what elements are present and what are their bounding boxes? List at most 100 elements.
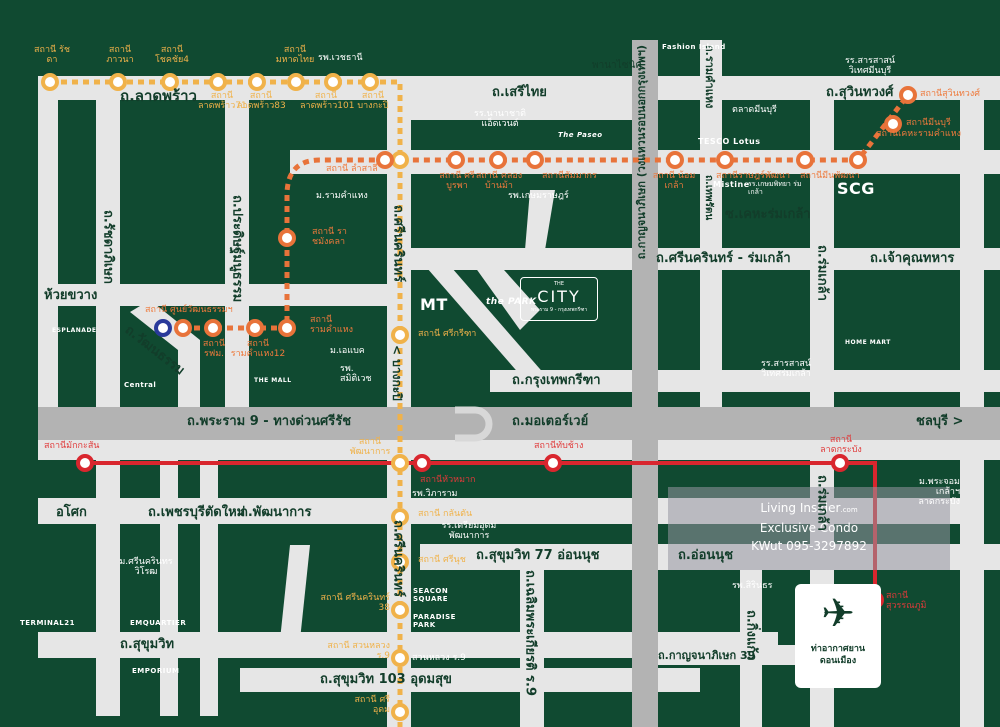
road-diagonal-1 — [420, 260, 560, 392]
the-park-logo: the PARK — [486, 297, 537, 307]
paradise-park-logo: PARADISE PARK — [413, 613, 456, 629]
road-label: ถ.กิ่งแก้ว — [743, 610, 759, 661]
station-label: สถานี ศรีนุช — [418, 555, 466, 565]
station-label: สถานี สวนหลวง ร.9 — [327, 641, 390, 661]
road-label: ถ.กาญจนาภิเษก (วงแหวนรอบนอกกรุงเทพฯ) — [635, 45, 648, 260]
project-name: CITY — [537, 287, 581, 306]
orange-line — [183, 93, 910, 331]
station-label: สถานี ลาดพร้าว71 — [198, 91, 247, 111]
hospital-label: รพ.เกษมราษฎร์ — [508, 191, 569, 201]
road-label: พานาไซนิค — [592, 60, 642, 71]
watermark: Living Insider.com Exclusive Condo KWut … — [668, 487, 950, 570]
watermark-phone: KWut 095-3297892 — [751, 539, 867, 553]
station-label: สถานี ลาดกระบัง — [820, 435, 862, 455]
road-diagonal-2 — [470, 260, 540, 330]
school-label: รร.เตรียมอุดม พัฒนาการ — [441, 521, 497, 541]
airport-label: ท่าอากาศยาน ดอนเมือง — [810, 644, 866, 666]
station-label: สถานี สุวรรณภูมิ — [886, 591, 927, 611]
school-label: รร.สารสาสน์ วิเทศร่มเกล้า — [760, 359, 812, 379]
road-seri-thai — [410, 100, 640, 120]
station-label: สถานี ศูนย์วัฒนธรรมฯ — [145, 305, 233, 315]
station-label: สถานีสุวินทวงศ์ — [920, 89, 980, 99]
road-ratchada — [96, 76, 120, 716]
road-label: ถ.ประดิษฐ์มนูธรรม — [229, 195, 245, 303]
the-mall-logo: THE MALL — [254, 377, 292, 384]
road-label: ถ.ลาดพร้าว — [120, 87, 197, 105]
station-label: สถานีราษฎร์พัฒนา — [716, 171, 791, 181]
station-label: สถานี ศรีนครินทร์ 38 — [320, 593, 390, 613]
station-label: สถานี ศรีกรีฑา — [418, 329, 477, 339]
road-label: < บางกะปิ — [390, 345, 405, 401]
park-label: สวนหลวง ร.9 — [412, 653, 466, 663]
hospital-label: รพ.เวชธานี — [318, 53, 363, 63]
station-label: สถานี ลำสาลี — [326, 164, 378, 174]
road-label: ถ.เสรีไทย — [492, 85, 547, 100]
road-v1 — [38, 76, 58, 456]
station-label: สถานีเคหะรามคำแหง — [876, 129, 962, 139]
scg-logo: SCG — [837, 179, 875, 198]
airplane-icon: ✈ — [821, 591, 855, 637]
road-label: ถ.รัชดาภิเษก — [100, 210, 116, 284]
road-sukhumvit103 — [240, 668, 700, 692]
road-pradit — [225, 100, 249, 450]
station-label: สถานี กลันตัน — [418, 509, 473, 519]
station-label: สถานี ศรีบูรพา — [439, 171, 475, 191]
watermark-brand: Living Insider — [760, 501, 841, 515]
road-label: ถ.เพชรบุรีตัดใหม่ — [148, 505, 246, 520]
road-label: ถ.ศรีนครินทร์ — [390, 205, 406, 283]
blue-line-station — [154, 319, 172, 337]
station-label: สถานีหัวหมาก — [420, 475, 476, 485]
road-chaloem — [520, 560, 544, 727]
project-subtitle: พระราม 9 - กรุงเทพกรีฑา — [530, 307, 588, 313]
interchange-icon — [455, 406, 493, 442]
home-mart-logo: HOME MART — [845, 339, 891, 346]
road-diagonal-3 — [280, 545, 310, 640]
road-label: ถ.สุขุมวิท 103 อุดมสุข — [320, 672, 452, 687]
road-label: ถ.สุขุมวิท 77 อ่อนนุช — [476, 548, 600, 563]
expressway-outer-ring — [632, 40, 658, 727]
station-label: สถานี ลาดพร้าว83 — [237, 91, 286, 111]
university-label: ม.พระจอมเกล้าฯ ลาดกระบัง — [918, 477, 960, 507]
road-label: ถ.ร่มเกล้า — [814, 245, 830, 301]
orange-stations — [174, 86, 917, 337]
station-label: สถานีสัมมากร — [542, 171, 597, 181]
road-label: ชลบุรี > — [916, 414, 964, 429]
university-label: ม.ศรีนครินทร วิโรฒ — [119, 557, 173, 577]
station-label: สถานี รามคำแหง — [310, 315, 354, 335]
terminal21-logo: TERMINAL21 — [20, 619, 75, 627]
station-label: สถานี คลองบ้านม้า — [475, 171, 523, 191]
station-label: สถานี ราชมังคลา — [312, 227, 347, 247]
road-label: ถ.ร่มเกล้า — [814, 475, 830, 531]
road-thep-rat — [700, 40, 722, 440]
station-label: สถานี โชคชัย4 — [154, 45, 190, 65]
university-label: ม.รามคำแหง — [316, 191, 368, 201]
road-diagonal-4 — [525, 190, 555, 250]
market-label: ตลาดมีนบุรี — [732, 105, 777, 115]
watermark-domain: .com — [840, 506, 858, 514]
road-label: ถ.รามคำแหง — [703, 45, 717, 109]
road-label: ห้วยขวาง — [44, 288, 98, 303]
road-label: ถ.สุขุมวิท — [120, 637, 175, 652]
station-label: สถานี ภาวนา — [106, 45, 134, 65]
station-label: สถานีมักกะสัน — [44, 441, 100, 451]
emquartier-logo: EMQUARTIER — [130, 619, 187, 627]
road-label: ถ.พัฒนาการ — [240, 505, 312, 520]
station-label: สถานี บางกะปิ — [357, 91, 389, 111]
station-label: สถานี น้อมเกล้า — [652, 171, 696, 191]
university-label: ม.เอแบค — [330, 346, 365, 356]
school-label: รร.เกษมพิทยา ร่มเกล้า — [748, 180, 802, 196]
road-label: ถ.กาญจนาภิเษก 39 — [658, 649, 756, 662]
emporium-logo: EMPORIUM — [132, 667, 180, 675]
station-label: สถานีมีนพัฒนา — [800, 171, 860, 181]
school-label: รร.สารสาสน์ วิเทศมีนบุรี — [844, 56, 896, 76]
airport-box: ✈ ท่าอากาศยาน ดอนเมือง — [795, 584, 881, 688]
road-v3b — [200, 440, 218, 716]
expressway-rama9 — [38, 407, 1000, 440]
road-label: ถ.ศรีนครินทร์ — [390, 520, 406, 598]
road-rama9-lower — [38, 440, 1000, 460]
seacon-logo: SEACON SQUARE — [413, 587, 449, 603]
road-label: ถ.สุวินทวงศ์ — [826, 85, 894, 100]
road-label: ถ.เจ้าคุณทหาร — [870, 251, 955, 266]
project-the-city: THE CITY พระราม 9 - กรุงเทพกรีฑา — [520, 277, 598, 321]
station-label: สถานี มหาดไทย — [275, 45, 315, 65]
